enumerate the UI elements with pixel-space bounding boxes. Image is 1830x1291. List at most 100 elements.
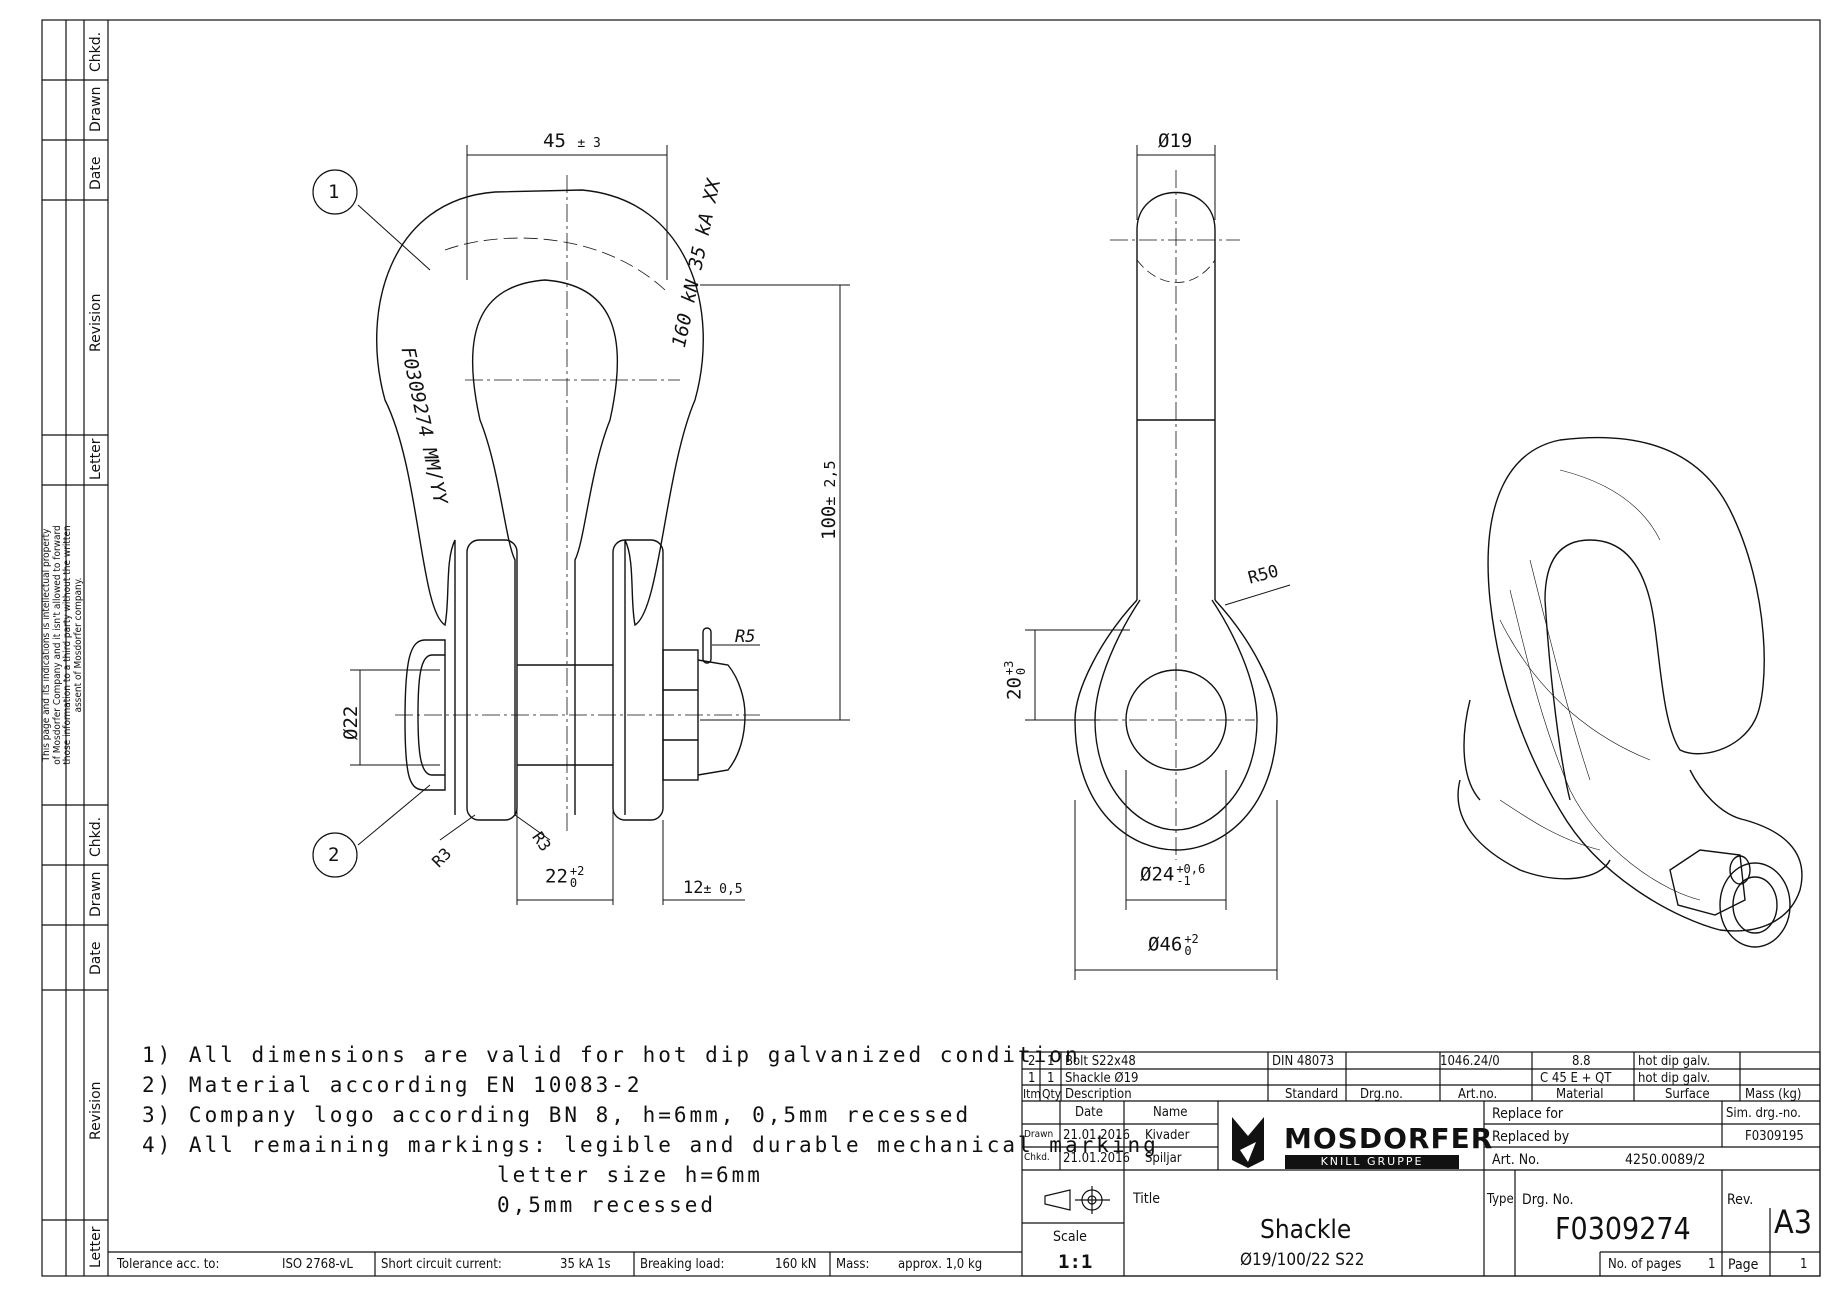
dim-nut-tol: ± 0,5 — [703, 882, 743, 897]
front-view — [376, 189, 746, 821]
balloon-1-label: 1 — [328, 181, 340, 203]
title-block-grid — [108, 1051, 1821, 1277]
tb-date-header: Date — [1075, 1105, 1103, 1120]
drawing-number: F0309274 — [1555, 1212, 1691, 1247]
tb-art-no-label: Art. No. — [1492, 1152, 1540, 1168]
tb-page: 1 — [1800, 1257, 1808, 1272]
tolerance-label: Tolerance acc. to: — [117, 1257, 220, 1272]
part-1-surface: hot dip galv. — [1638, 1071, 1711, 1086]
header-description: Description — [1065, 1087, 1132, 1102]
strip-drawn-top: Drawn — [88, 86, 104, 132]
strip-date-bottom: Date — [88, 941, 104, 975]
breaking-load-value: 160 kN — [775, 1257, 817, 1272]
drawing-title: Shackle — [1260, 1215, 1352, 1245]
tb-drawn-date: 21.01.2016 — [1063, 1128, 1130, 1143]
dim-nut: 12± 0,5 — [683, 878, 743, 898]
tb-sim-value: F0309195 — [1745, 1129, 1804, 1144]
dim-outer-up: +2 — [1184, 932, 1199, 946]
tb-title-label: Title — [1133, 1191, 1160, 1207]
dim-outer-value: Ø46 — [1148, 933, 1183, 956]
part-2-standard: DIN 48073 — [1272, 1054, 1335, 1069]
dim-height-value: 100 — [818, 505, 840, 540]
part-1-qty: 1 — [1047, 1071, 1055, 1086]
company-subname: KNILL GRUPPE — [1320, 1155, 1424, 1168]
dim-gap-value: 22 — [545, 865, 568, 888]
tb-type-label: Type — [1487, 1192, 1514, 1207]
dim-eye-value: 20 — [1003, 677, 1026, 700]
dim-shackle-diameter: Ø19 — [1158, 130, 1193, 152]
ip-notice: This page and its indications is intelle… — [41, 490, 84, 800]
strip-chkd-top: Chkd. — [88, 31, 104, 72]
note-3: 3) Company logo according BN 8, h=6mm, 0… — [142, 1103, 972, 1127]
short-circuit-value: 35 kA 1s — [560, 1257, 611, 1272]
dim-eye-low: 0 — [1014, 667, 1028, 676]
dim-hole-low: -1 — [1176, 874, 1191, 888]
breaking-load-label: Breaking load: — [640, 1257, 725, 1272]
part-2-material: 8.8 — [1572, 1054, 1591, 1069]
mass-value: approx. 1,0 kg — [898, 1257, 983, 1272]
tb-chkd-date: 21.01.2016 — [1063, 1151, 1130, 1166]
ip-line-3: those information to a third party witho… — [62, 525, 73, 765]
balloon-2-label: 2 — [328, 844, 340, 866]
balloon-1 — [312, 169, 358, 215]
dim-height: 100± 2,5 — [818, 461, 840, 540]
ip-line-1: This page and its indications is intelle… — [41, 528, 52, 762]
part-2-art: 1046.24/0 — [1440, 1054, 1500, 1069]
strip-letter-bottom: Letter — [88, 1226, 104, 1268]
dim-width: 45 ± 3 — [543, 130, 601, 152]
dim-hole-up: +0,6 — [1176, 862, 1206, 876]
header-surface: Surface — [1665, 1087, 1710, 1102]
tb-drawn-name: Kivader — [1145, 1128, 1190, 1143]
mass-label: Mass: — [836, 1257, 870, 1272]
tb-replace-for: Replace for — [1492, 1106, 1564, 1122]
part-2-qty: 1 — [1047, 1054, 1055, 1069]
part-1-material: C 45 E + QT — [1540, 1071, 1612, 1086]
strip-date-top: Date — [88, 156, 104, 190]
dim-hole-value: Ø24 — [1140, 863, 1175, 886]
note-1: 1) All dimensions are valid for hot dip … — [142, 1043, 1081, 1067]
tb-chkd-name: Spiljar — [1145, 1151, 1182, 1166]
dim-pin-diameter: Ø22 — [340, 705, 362, 740]
tb-page-label: Page — [1728, 1257, 1759, 1273]
company-name: MOSDORFER — [1284, 1122, 1494, 1155]
dim-outer-low: 0 — [1184, 944, 1192, 958]
part-1-desc: Shackle Ø19 — [1065, 1071, 1139, 1086]
note-2: 2) Material according EN 10083-2 — [142, 1073, 643, 1097]
tb-pages-label: No. of pages — [1608, 1257, 1682, 1272]
balloon-2 — [312, 832, 358, 878]
strip-revision-bottom: Revision — [88, 1081, 104, 1140]
header-standard: Standard — [1285, 1087, 1339, 1102]
part-2-desc: Bolt S22x48 — [1065, 1054, 1136, 1069]
header-mass: Mass (kg) — [1745, 1087, 1802, 1102]
tb-format: A3 — [1774, 1203, 1812, 1241]
part-1-itm: 1 — [1028, 1071, 1036, 1086]
header-itm: Itm — [1023, 1087, 1041, 1101]
ip-line-4: assent of Mosdorfer company. — [72, 577, 84, 713]
note-4-line-3: 0,5mm recessed — [497, 1193, 717, 1217]
projection-symbol — [1044, 1186, 1110, 1214]
header-drg: Drg.no. — [1360, 1087, 1403, 1102]
dim-gap-up: +2 — [569, 864, 585, 878]
tolerance-value: ISO 2768-vL — [282, 1257, 353, 1272]
tb-scale: 1:1 — [1058, 1251, 1093, 1273]
tb-pages: 1 — [1708, 1257, 1716, 1272]
tb-sim-label: Sim. drg.-no. — [1726, 1106, 1801, 1121]
drawing-subtitle: Ø19/100/22 S22 — [1240, 1250, 1365, 1270]
tb-scale-label: Scale — [1053, 1229, 1087, 1245]
strip-chkd-bottom: Chkd. — [88, 816, 104, 857]
tb-drawn-label: Drawn — [1024, 1129, 1054, 1140]
header-qty: Qty — [1042, 1087, 1062, 1101]
header-material: Material — [1556, 1087, 1604, 1102]
note-4-line-2: letter size h=6mm — [497, 1163, 763, 1187]
part-2-surface: hot dip galv. — [1638, 1054, 1711, 1069]
dim-height-tol: ± 2,5 — [821, 460, 839, 506]
mosdorfer-logo-mark — [1232, 1117, 1264, 1168]
tb-replaced-by: Replaced by — [1492, 1129, 1570, 1145]
tb-chkd-label: Chkd. — [1024, 1152, 1050, 1163]
radius-r5: R5 — [735, 627, 756, 647]
note-4: 4) All remaining markings: legible and d… — [142, 1133, 1159, 1157]
